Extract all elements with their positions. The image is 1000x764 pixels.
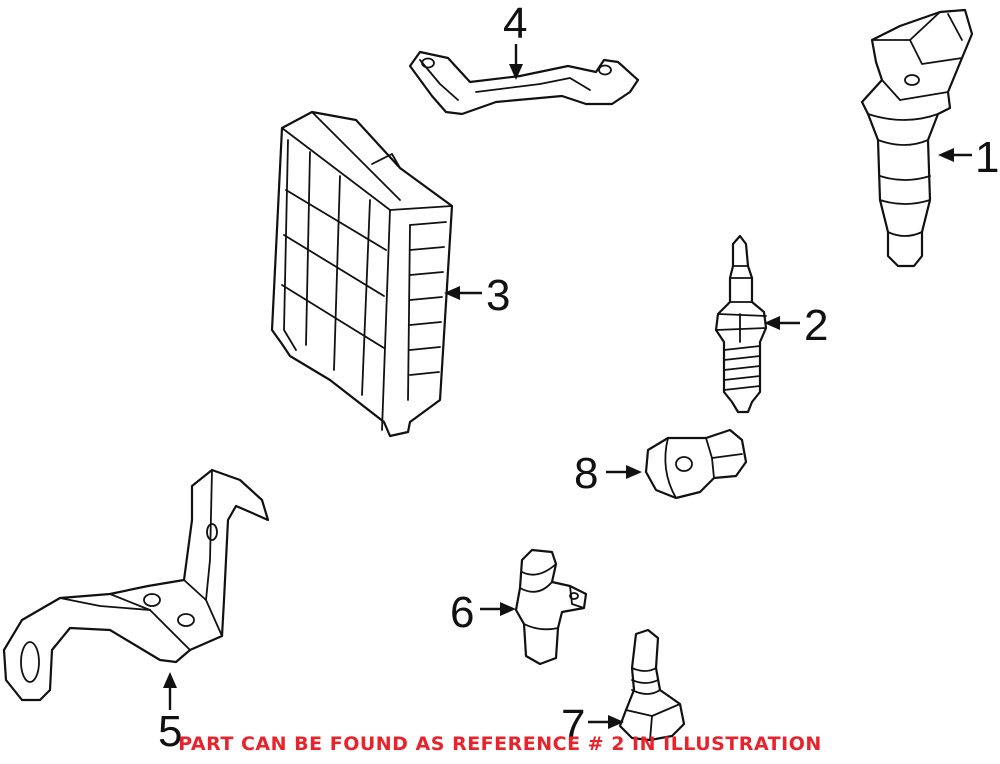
arrow-8 — [606, 465, 642, 479]
oxygen-sensor — [618, 628, 686, 742]
upper-bracket — [408, 50, 640, 116]
arrow-1 — [938, 148, 972, 162]
knock-sensor — [644, 428, 748, 500]
camshaft-position-sensor — [514, 548, 588, 666]
ignition-coil — [860, 8, 974, 268]
arrow-7 — [588, 715, 624, 729]
arrow-6 — [480, 602, 516, 616]
engine-control-module — [270, 110, 454, 438]
callout-2: 2 — [804, 301, 828, 350]
arrow-5 — [163, 672, 177, 710]
callout-6: 6 — [450, 588, 474, 637]
callout-5: 5 — [158, 707, 182, 756]
callout-1: 1 — [975, 133, 999, 182]
callout-arrows — [163, 44, 972, 729]
spark-plug — [714, 234, 768, 414]
callout-3: 3 — [486, 271, 510, 320]
callout-4: 4 — [503, 0, 527, 48]
callout-7: 7 — [561, 701, 585, 750]
reference-notice: PART CAN BE FOUND AS REFERENCE # 2 IN IL… — [178, 733, 822, 755]
arrow-4 — [509, 44, 523, 80]
callout-numbers: 1 2 3 4 5 6 7 8 — [158, 0, 999, 756]
lower-bracket — [2, 468, 270, 702]
callout-8: 8 — [574, 449, 598, 498]
arrow-3 — [444, 286, 482, 300]
arrow-2 — [764, 316, 800, 330]
